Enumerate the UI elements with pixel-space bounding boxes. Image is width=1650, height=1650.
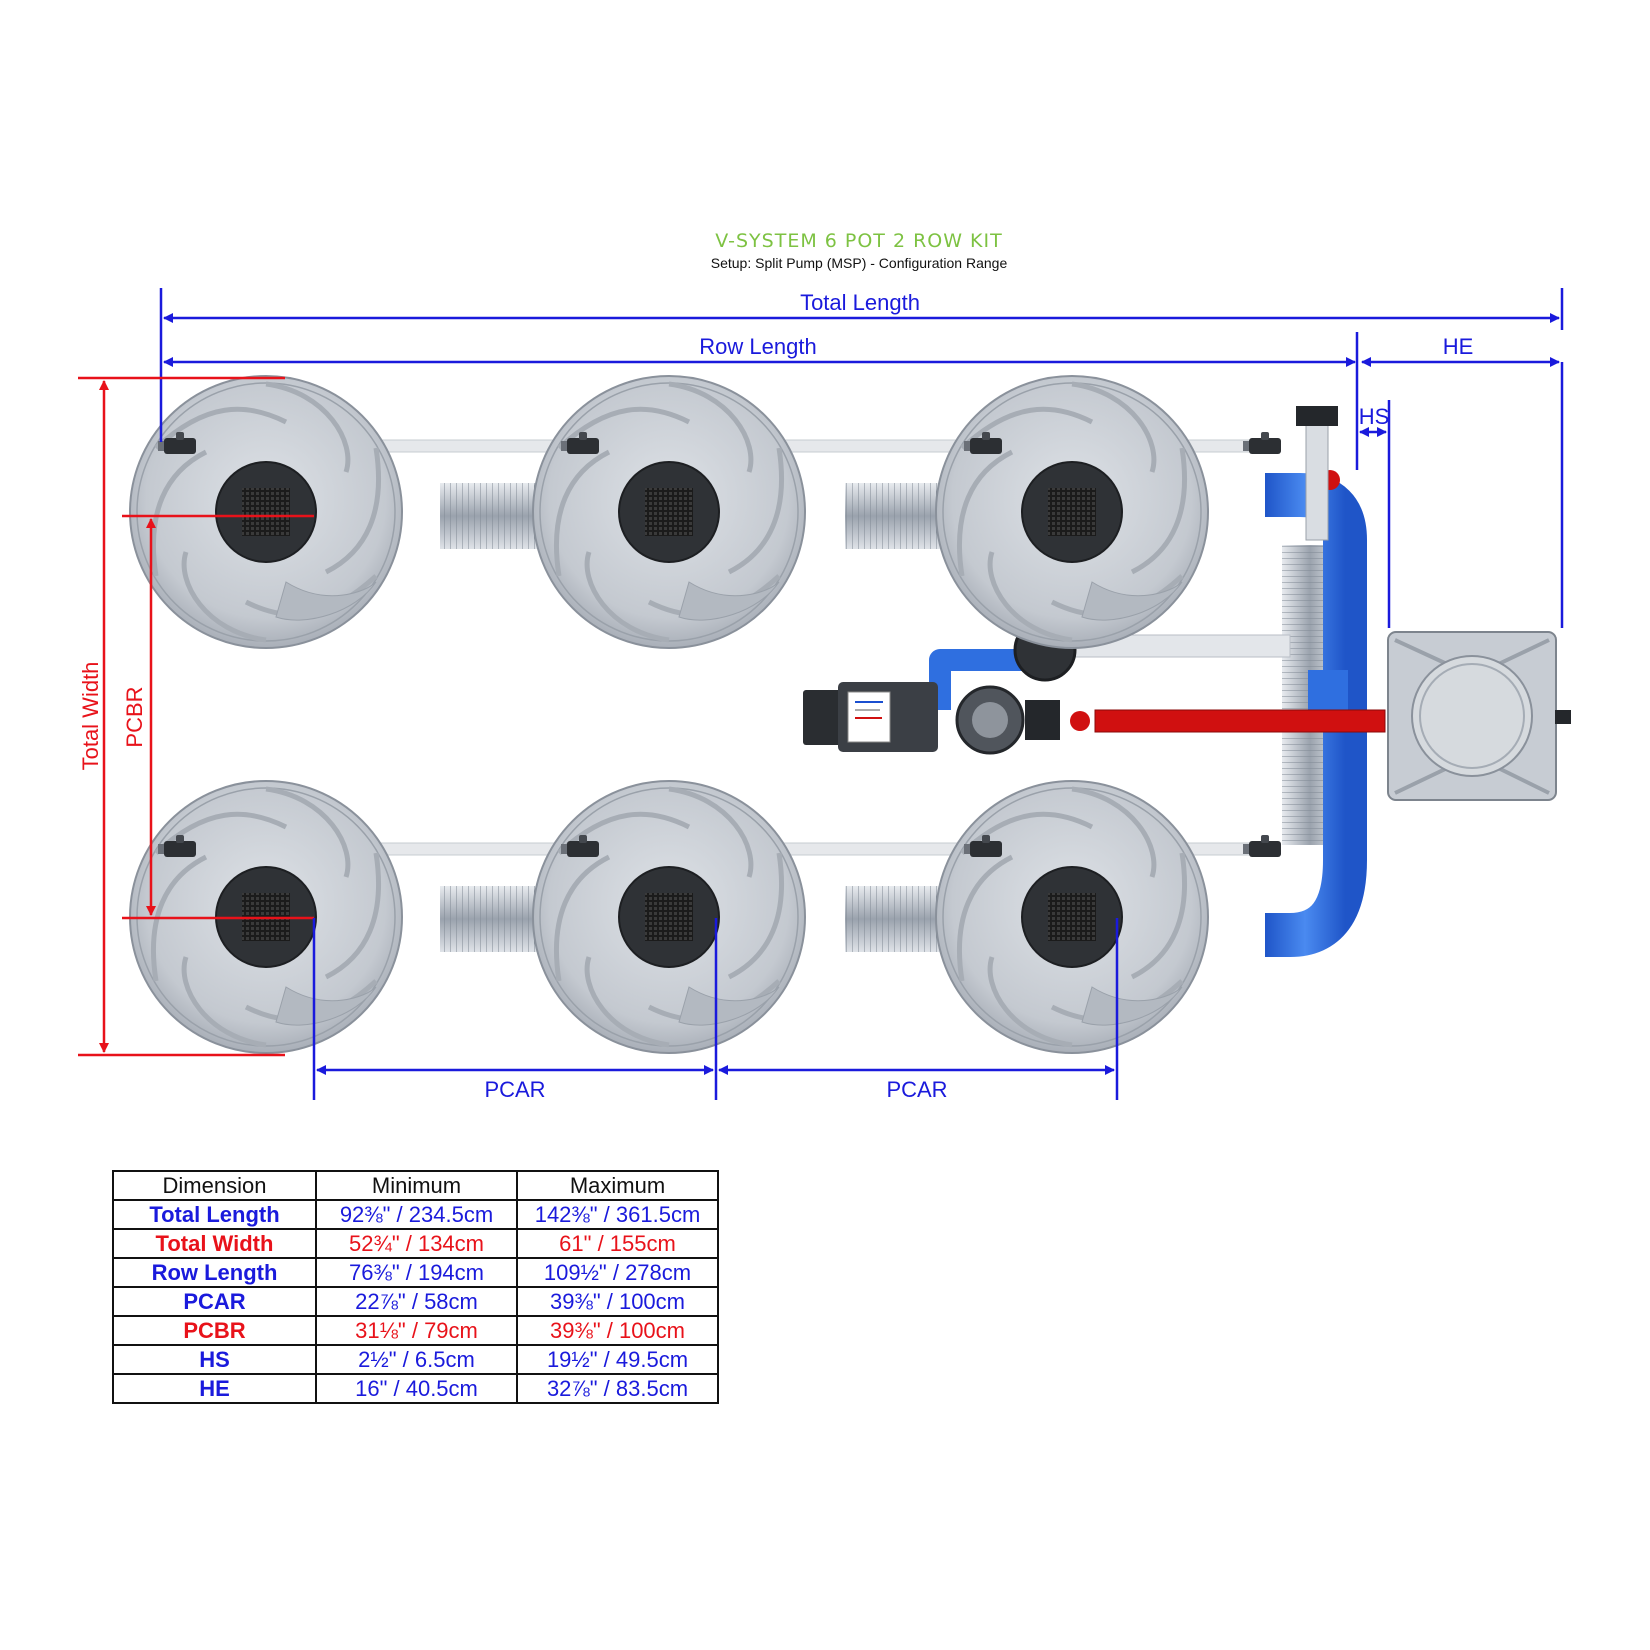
dimension-table: Dimension Minimum Maximum Total Length 9… — [112, 1170, 719, 1404]
row-minimum: 92⅜" / 234.5cm — [315, 1199, 518, 1230]
total-width-label: Total Width — [78, 662, 103, 771]
table-row: PCBR 31⅛" / 79cm 39⅜" / 100cm — [112, 1315, 719, 1346]
table-row: Total Width 52¾" / 134cm 61" / 155cm — [112, 1228, 719, 1259]
row-dimension: PCBR — [112, 1315, 317, 1346]
row-maximum: 142⅜" / 361.5cm — [516, 1199, 719, 1230]
dimension-lines: Total Length Row Length HE HS Total Widt… — [78, 288, 1564, 1102]
pot-bottom-3 — [936, 781, 1208, 1053]
row-dimension: Total Length — [112, 1199, 317, 1230]
row-maximum: 19½" / 49.5cm — [516, 1344, 719, 1375]
table-row: Row Length 76⅜" / 194cm 109½" / 278cm — [112, 1257, 719, 1288]
pot-bottom-2 — [533, 781, 805, 1053]
total-length-label: Total Length — [800, 290, 920, 315]
table-header-row: Dimension Minimum Maximum — [112, 1170, 719, 1201]
pot-top-1 — [130, 376, 402, 648]
pcar-label-1: PCAR — [484, 1077, 545, 1102]
table-row: HS 2½" / 6.5cm 19½" / 49.5cm — [112, 1344, 719, 1375]
row-dimension: PCAR — [112, 1286, 317, 1317]
row-length-label: Row Length — [699, 334, 816, 359]
blue-pump-pipe — [929, 649, 1040, 710]
pot-valve — [1243, 432, 1281, 454]
he-label: HE — [1443, 334, 1474, 359]
row-maximum: 61" / 155cm — [516, 1228, 719, 1259]
riser-pipe — [1305, 409, 1329, 541]
table-row: Total Length 92⅜" / 234.5cm 142⅜" / 361.… — [112, 1199, 719, 1230]
feed-valve — [1070, 711, 1090, 731]
diagram-title: V-SYSTEM 6 POT 2 ROW KIT — [715, 230, 1002, 252]
row-minimum: 52¾" / 134cm — [315, 1228, 518, 1259]
table-row: HE 16" / 40.5cm 32⅞" / 83.5cm — [112, 1373, 719, 1404]
pot-top-2 — [533, 376, 805, 648]
table-header-maximum: Maximum — [516, 1170, 719, 1201]
row-dimension: HE — [112, 1373, 317, 1404]
row-dimension: Total Width — [112, 1228, 317, 1259]
system-illustration — [130, 376, 1571, 1053]
row-dimension: Row Length — [112, 1257, 317, 1288]
hs-label: HS — [1359, 404, 1390, 429]
row-maximum: 32⅞" / 83.5cm — [516, 1373, 719, 1404]
row-minimum: 2½" / 6.5cm — [315, 1344, 518, 1375]
row-dimension: HS — [112, 1344, 317, 1375]
row-minimum: 22⅞" / 58cm — [315, 1286, 518, 1317]
table-row: PCAR 22⅞" / 58cm 39⅜" / 100cm — [112, 1286, 719, 1317]
row-maximum: 39⅜" / 100cm — [516, 1286, 719, 1317]
diagram-subtitle: Setup: Split Pump (MSP) - Configuration … — [711, 255, 1008, 271]
row-minimum: 16" / 40.5cm — [315, 1373, 518, 1404]
row-minimum: 31⅛" / 79cm — [315, 1315, 518, 1346]
pcbr-label: PCBR — [122, 686, 147, 747]
table-header-minimum: Minimum — [315, 1170, 518, 1201]
table-header-dimension: Dimension — [112, 1170, 317, 1201]
row-minimum: 76⅜" / 194cm — [315, 1257, 518, 1288]
row-maximum: 109½" / 278cm — [516, 1257, 719, 1288]
pcar-label-2: PCAR — [886, 1077, 947, 1102]
row-maximum: 39⅜" / 100cm — [516, 1315, 719, 1346]
pot-valve — [1243, 835, 1281, 857]
pot-top-3 — [936, 376, 1208, 648]
red-feed-line — [1094, 709, 1386, 733]
reservoir — [1387, 631, 1571, 801]
